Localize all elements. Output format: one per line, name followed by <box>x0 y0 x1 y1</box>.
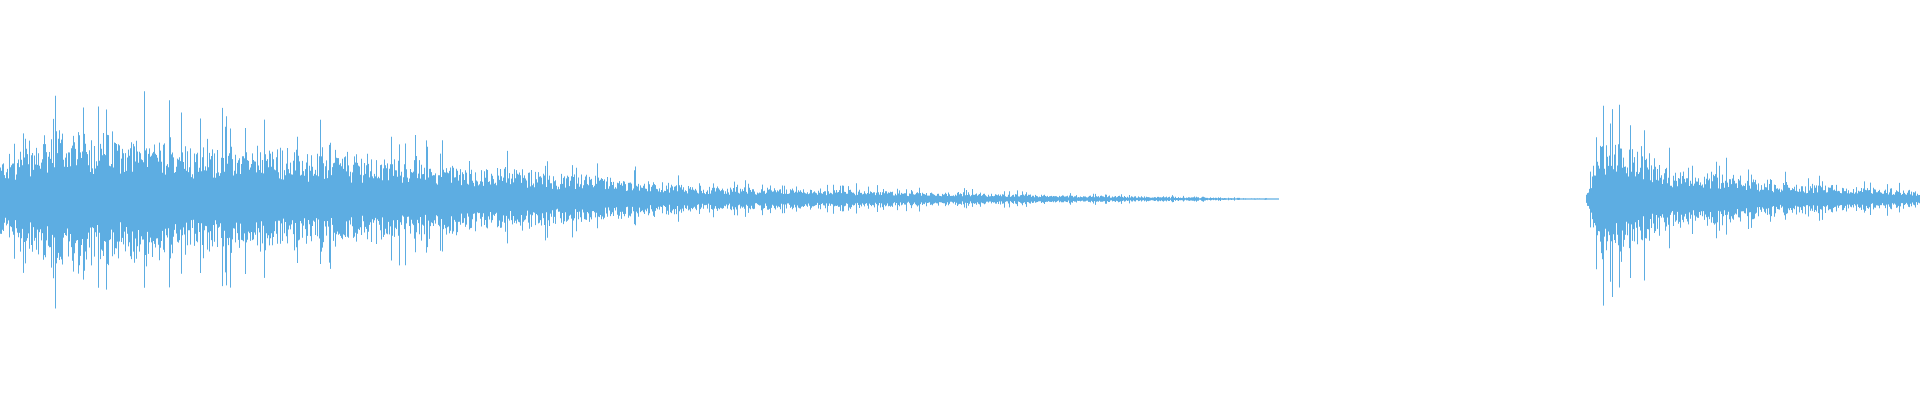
waveform-peaks <box>0 91 1920 309</box>
waveform-bars <box>0 91 1920 309</box>
